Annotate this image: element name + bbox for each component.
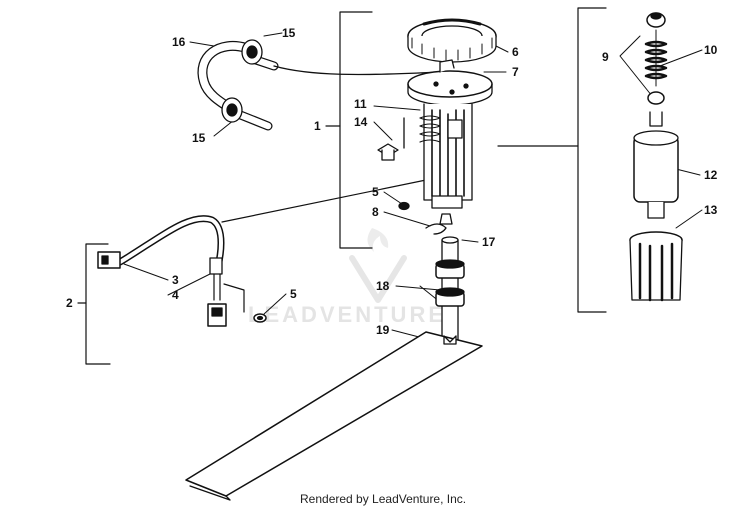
coil-spring <box>644 29 668 87</box>
callout-15-lower: 15 <box>192 131 206 145</box>
callout-6: 6 <box>512 45 519 59</box>
bracket-right <box>577 7 607 313</box>
grommet-lower <box>435 287 465 307</box>
bracket-1 <box>339 11 373 249</box>
callout-19: 19 <box>376 323 390 337</box>
pump-filter-sock <box>629 231 683 302</box>
lock-ring <box>407 18 497 63</box>
callout-7: 7 <box>512 65 519 79</box>
callout-14: 14 <box>354 115 368 129</box>
callout-16: 16 <box>172 35 186 49</box>
screw <box>377 143 399 161</box>
wiring-harness <box>97 215 245 327</box>
callout-17: 17 <box>482 235 496 249</box>
hose-clamp-lower <box>221 97 243 123</box>
hose-clamp-upper <box>241 39 263 65</box>
callout-10: 10 <box>704 43 718 57</box>
callout-2: 2 <box>66 296 73 310</box>
callout-5-upper: 5 <box>372 185 379 199</box>
callout-4: 4 <box>172 288 179 302</box>
callout-15-upper: 15 <box>282 26 296 40</box>
retaining-clip <box>425 213 453 235</box>
bracket-lines <box>77 7 607 365</box>
harness-link-line <box>221 179 427 223</box>
pump-cap-lower <box>647 91 665 105</box>
pump-body <box>403 103 473 209</box>
callout-labels: 1 2 3 4 5 5 6 7 8 9 10 11 12 13 14 15 15… <box>66 26 718 337</box>
callout-12: 12 <box>704 168 718 182</box>
pickup-screen <box>185 331 483 501</box>
callout-3: 3 <box>172 273 179 287</box>
pump-motor <box>633 111 679 219</box>
leader-lines <box>123 32 703 345</box>
callout-18: 18 <box>376 279 390 293</box>
nut-lower <box>253 313 267 323</box>
watermark-text: LEADVENTURE <box>248 302 446 327</box>
callout-1: 1 <box>314 119 321 133</box>
bracket-2 <box>85 243 111 365</box>
pump-flange <box>407 59 493 106</box>
pump-cap-upper <box>646 12 666 28</box>
watermark: LEADVENTURE <box>248 228 446 327</box>
callout-13: 13 <box>704 203 718 217</box>
render-credit: Rendered by LeadVenture, Inc. <box>300 492 466 506</box>
callout-8: 8 <box>372 205 379 219</box>
fuel-hose-assembly <box>197 39 441 131</box>
grommet-upper <box>435 259 465 279</box>
callout-11: 11 <box>354 97 367 111</box>
callout-5-lower: 5 <box>290 287 297 301</box>
callout-9: 9 <box>602 50 609 64</box>
nut-upper <box>398 201 410 211</box>
